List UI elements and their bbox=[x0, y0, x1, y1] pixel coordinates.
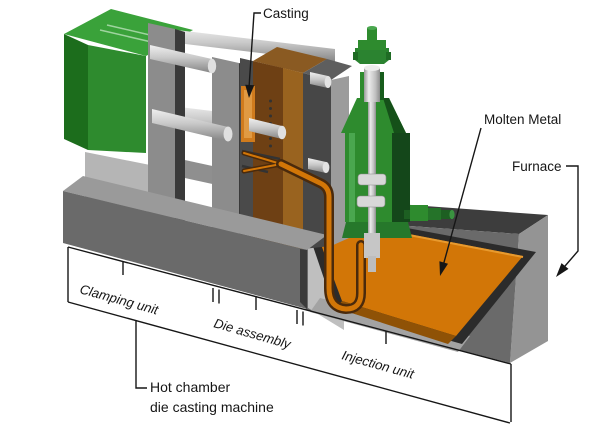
gooseneck-runner-core bbox=[243, 152, 282, 172]
tie-bar-front-top-cap bbox=[207, 58, 217, 74]
tie-bar-mid-segment bbox=[249, 118, 282, 139]
bracket-center-ticks bbox=[122, 261, 387, 344]
base-top-face bbox=[63, 176, 327, 250]
plunger-tip-lower bbox=[368, 256, 376, 272]
die-block-light bbox=[283, 68, 303, 252]
furnace-leader-line bbox=[558, 165, 579, 274]
injection-cap-top bbox=[358, 40, 386, 50]
bracket-section-line bbox=[67, 246, 512, 365]
injection-cap-flange-left bbox=[353, 52, 358, 60]
furnace-arrowhead bbox=[556, 263, 569, 277]
plunger-rod-top-cap bbox=[364, 65, 380, 71]
tie-bar-front-top bbox=[150, 45, 212, 73]
section-brackets bbox=[67, 246, 512, 424]
machine-caption-line2: die casting machine bbox=[150, 399, 274, 415]
die-top-face-brown bbox=[253, 47, 327, 73]
injection-cap-flange-right bbox=[386, 52, 391, 60]
molten-metal-leader-line bbox=[442, 127, 482, 267]
molten-metal-pool-shadow bbox=[336, 301, 456, 344]
injection-top-nub bbox=[367, 28, 377, 44]
valve-tip bbox=[441, 210, 452, 219]
casting-arrowhead bbox=[245, 84, 255, 98]
injection-shoulder-shade bbox=[383, 98, 406, 133]
caption-connector-line bbox=[135, 320, 147, 389]
tie-bar-mid-cap bbox=[277, 125, 287, 140]
machine-caption: Hot chamber die casting machine bbox=[150, 379, 274, 415]
injection-unit-label: Injection unit bbox=[340, 347, 417, 382]
injection-top-nub-cap bbox=[367, 26, 377, 30]
nozzle-valve bbox=[404, 205, 455, 221]
injection-body-cutaway bbox=[392, 133, 410, 222]
furnace-label: Furnace bbox=[512, 159, 562, 174]
plunger-rod-shaft bbox=[368, 98, 376, 240]
casting-leader-line bbox=[248, 12, 261, 89]
bracket-overall-line bbox=[67, 301, 511, 424]
plunger-rod bbox=[356, 65, 387, 272]
plunger-collar-upper bbox=[357, 173, 387, 186]
gooseneck-channel bbox=[241, 150, 366, 314]
bracket-section-ticks bbox=[212, 288, 512, 422]
die-assembly-label: Die assembly bbox=[212, 315, 294, 352]
tie-bar-stub-bottom bbox=[308, 158, 326, 173]
tie-bar-stub-top-cap bbox=[324, 76, 332, 88]
injection-cap bbox=[355, 48, 389, 64]
valve-tip-cap bbox=[449, 209, 455, 220]
valve-mid bbox=[428, 208, 441, 220]
plunger-collar-lower bbox=[356, 195, 386, 208]
molten-metal-label: Molten Metal bbox=[484, 112, 561, 127]
gooseneck-tube-core bbox=[278, 161, 364, 312]
tie-bars-front bbox=[150, 45, 233, 142]
fixed-platen-side bbox=[331, 76, 349, 246]
machine-base bbox=[63, 176, 327, 309]
tie-bar-stub-top bbox=[310, 72, 328, 88]
plunger-tip bbox=[364, 233, 380, 258]
injection-neck-shade bbox=[377, 72, 384, 100]
clamp-block-front-face bbox=[88, 45, 146, 153]
injection-body-highlight bbox=[349, 133, 355, 222]
machine-caption-line1: Hot chamber bbox=[150, 379, 230, 395]
tie-bar-stub-bottom-cap bbox=[322, 161, 330, 174]
die-side-platen-front bbox=[212, 57, 239, 247]
tie-bar-front-bottom-cap bbox=[223, 126, 233, 142]
base-front-face bbox=[63, 191, 307, 309]
clamp-block-left-face bbox=[64, 34, 88, 150]
base-right-seam bbox=[300, 249, 307, 309]
molten-metal-arrowhead bbox=[439, 261, 448, 276]
tie-bar-front-bottom bbox=[152, 109, 228, 141]
plunger-rod-top bbox=[364, 68, 380, 102]
clamping-unit-label: Clamping unit bbox=[78, 281, 161, 317]
valve-connector bbox=[404, 210, 412, 219]
casting-label: Casting bbox=[263, 6, 309, 21]
valve-body bbox=[410, 205, 428, 221]
casting-part-highlight bbox=[244, 90, 252, 138]
